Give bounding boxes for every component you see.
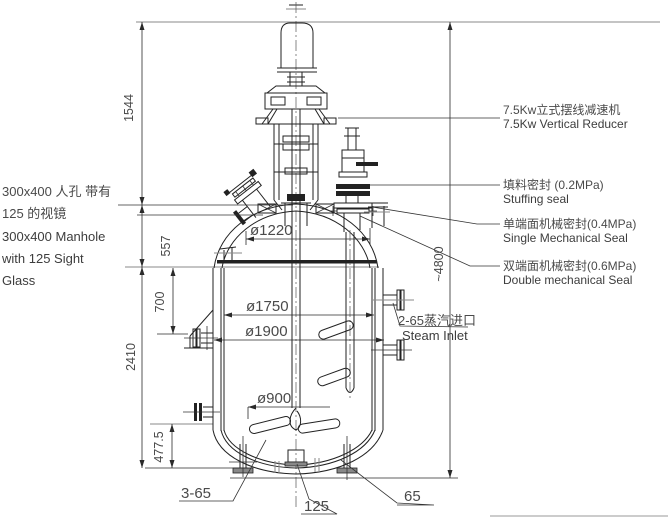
agitator-shaft [281, 109, 311, 408]
callout-legs-3-65: 3-65 [181, 485, 211, 502]
manhole-label-en-1: 300x400 Manhole [2, 229, 105, 244]
single-seal-label-zh: 单端面机械密封(0.4MPa) [503, 216, 636, 231]
single-seal-label-en: Single Mechanical Seal [503, 231, 628, 245]
double-seal-label-zh: 双端面机械密封(0.6MPa) [503, 258, 636, 273]
motor [277, 22, 317, 86]
callout-drain-65: 65 [404, 488, 421, 505]
stuffing-seal-label-zh: 填料密封 (0.2MPa) [503, 177, 604, 192]
steam-inlet-label-en: Steam Inlet [402, 328, 468, 343]
reducer [255, 85, 337, 125]
double-seal-label-en: Double mechanical Seal [503, 273, 632, 287]
stuffing-seal-label-en: Stuffing seal [503, 192, 569, 206]
seal-column [329, 127, 378, 232]
manhole-label-zh-2: 125 的视镜 [2, 206, 66, 221]
dim-overall-4800: ~4800 [432, 246, 446, 281]
steam-inlet-label-zh: 2-65蒸汽进口 [398, 313, 476, 328]
dim-dia-1900: ø1900 [245, 323, 288, 340]
support-legs [229, 436, 358, 480]
dim-dia-900: ø900 [257, 390, 291, 407]
dim-477-5: 477.5 [152, 431, 166, 462]
steam-inlet-nozzle-upper [373, 289, 414, 311]
manhole-nozzle [223, 168, 271, 226]
manhole-label-en-2: with 125 Sight [1, 251, 84, 266]
dim-1544: 1544 [122, 94, 136, 122]
callout-outlet-125: 125 [304, 498, 329, 515]
steam-inlet-nozzle-lower [371, 339, 412, 361]
dim-2410: 2410 [124, 343, 138, 371]
dome-left-nozzle [214, 246, 242, 263]
bottom-outlet-nozzle [284, 449, 308, 467]
dome-right-nozzle [364, 202, 390, 228]
dim-dia-1220: ø1220 [250, 222, 293, 239]
dim-557: 557 [159, 236, 173, 257]
dim-dia-1750: ø1750 [246, 298, 289, 315]
dim-700: 700 [153, 292, 167, 313]
leader-lines [118, 117, 500, 515]
dimension-lines [139, 22, 458, 479]
annotations: 300x400 人孔 带有 125 的视镜 300x400 Manhole wi… [1, 94, 636, 515]
support-lug [184, 309, 214, 349]
manhole-label-en-3: Glass [2, 273, 36, 288]
manhole-label-zh-1: 300x400 人孔 带有 [2, 184, 111, 199]
jacket-left-lower-nozzle [183, 403, 220, 421]
construction-lines [125, 4, 668, 517]
vessel-shell [212, 203, 384, 475]
reducer-label-en: 7.5Kw Vertical Reducer [503, 117, 628, 131]
reducer-label-zh: 7.5Kw立式摆线减速机 [503, 102, 620, 117]
